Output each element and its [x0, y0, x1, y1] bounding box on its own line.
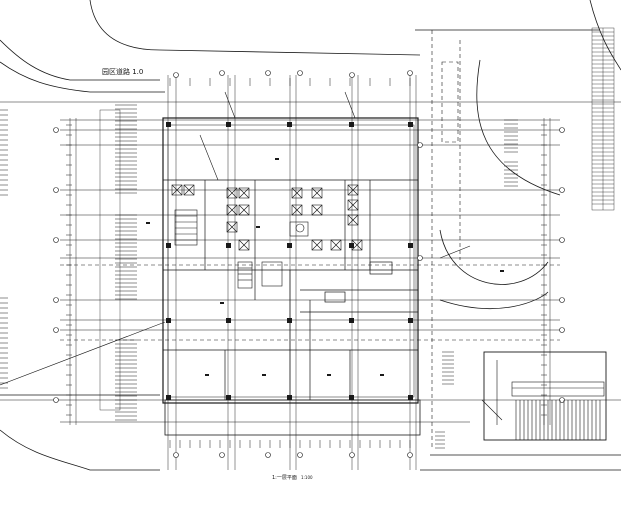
structural-columns — [166, 122, 413, 400]
parking-stalls — [0, 104, 518, 449]
axis-grid — [69, 75, 551, 470]
partitions — [163, 179, 418, 400]
plan-title: 1:一层平面 — [272, 475, 297, 481]
building-outline — [99, 109, 421, 436]
dashed-lines — [60, 30, 560, 450]
annex-building — [481, 351, 607, 441]
plan-scale: 1:100 — [301, 475, 313, 480]
site-roads — [0, 0, 621, 471]
dimension-lines — [0, 101, 621, 423]
axis-bubbles — [53, 70, 565, 458]
core-cells — [171, 184, 363, 289]
leader-lines — [0, 91, 471, 386]
tick-marks — [66, 78, 547, 448]
legend-table — [591, 27, 615, 211]
room-tags — [146, 158, 504, 376]
site-road-label: 园区道路 1.0 — [102, 68, 144, 76]
